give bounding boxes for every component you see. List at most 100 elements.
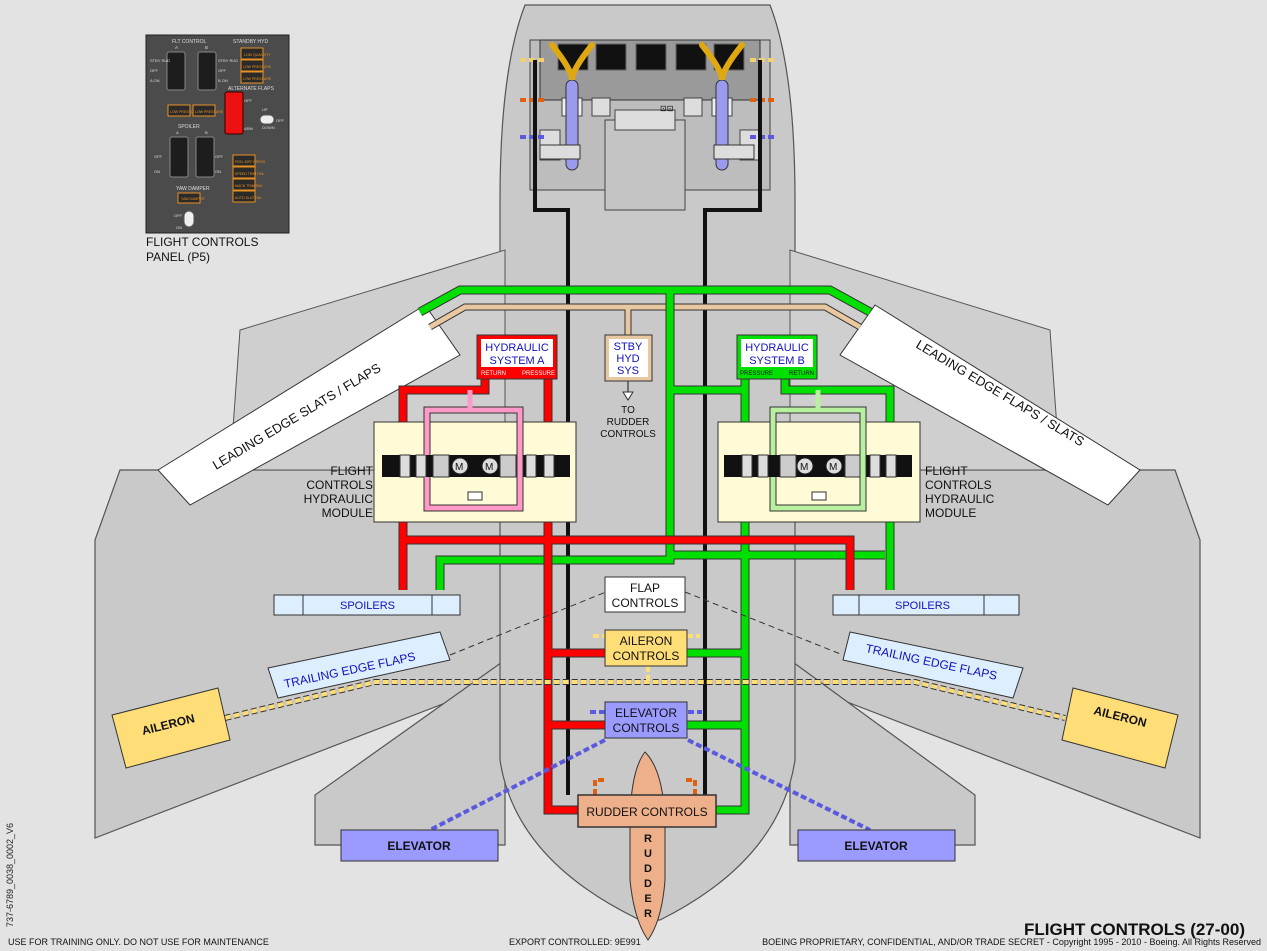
- panel-down: DOWN: [262, 125, 275, 130]
- panel-flt-a: A: [175, 45, 178, 50]
- mach-trim-fail-light: [232, 178, 256, 191]
- low-quantity-light: [240, 47, 264, 60]
- auto-slat-fail-text: AUTO SLAT FAIL: [235, 196, 262, 200]
- page-title: FLIGHT CONTROLS (27-00): [1023, 920, 1245, 939]
- spoilers-left: SPOILERS: [273, 594, 461, 616]
- module-b: M M: [717, 390, 921, 523]
- rudder-letter: D: [644, 863, 652, 875]
- rudder-letters: RUDDER: [644, 833, 652, 920]
- module-b-label-1: FLIGHT: [925, 464, 968, 478]
- panel-altflaps-off-2: OFF: [276, 118, 285, 123]
- rudder-linkage: [593, 778, 697, 795]
- panel-spoiler-on-a: ON: [154, 169, 160, 174]
- spoiler-b-low-pressure-text: LOW PRESSURE: [195, 110, 224, 114]
- aileron-linkage: [224, 634, 1066, 721]
- flap-controls: FLAP CONTROLS: [604, 576, 686, 613]
- aileron-right: AILERON: [1061, 687, 1179, 769]
- rudder-letter: E: [644, 893, 651, 905]
- panel-off-b: OFF: [218, 68, 227, 73]
- motor-label: M: [485, 462, 493, 473]
- module-a-label-2: CONTROLS: [306, 478, 373, 492]
- rudder-controls-label: RUDDER CONTROLS: [586, 805, 707, 819]
- hydraulic-system-b: HYDRAULIC SYSTEM B PRESSURE RETURN: [736, 334, 818, 380]
- motor-icon: [481, 457, 499, 475]
- standby-hydraulic-system: STBY HYD SYS TO RUDDER CONTROLS: [600, 334, 656, 440]
- rudder: RUDDER: [629, 751, 666, 941]
- panel-spoiler-off-b: OFF: [215, 154, 224, 159]
- footer-proprietary: BOEING PROPRIETARY, CONFIDENTIAL, AND/OR…: [762, 937, 1261, 947]
- motor-label: M: [455, 462, 463, 473]
- rudder-letter: D: [644, 878, 652, 890]
- footer-training: USE FOR TRAINING ONLY. DO NOT USE FOR MA…: [8, 937, 269, 947]
- elevator-controls-line2: CONTROLS: [613, 721, 680, 735]
- document-id: 737-6789_0038_0002_V6: [5, 822, 15, 928]
- hyd-a-return: RETURN: [481, 371, 506, 377]
- motor-icon: [796, 457, 814, 475]
- cockpit: ⊡⊡: [520, 39, 775, 211]
- panel-caption-line1: FLIGHT CONTROLS: [146, 235, 258, 249]
- panel-altflaps-off: OFF: [244, 98, 253, 103]
- hyd-a-line1: HYDRAULIC: [485, 342, 549, 354]
- fuselage: [499, 4, 796, 921]
- spoiler-a-low-pressure-text: LOW PRESSURE: [170, 110, 199, 114]
- flt-control-a-switch[interactable]: [166, 51, 186, 91]
- spoiler-b-low-pressure: [192, 104, 216, 117]
- panel-yaw-off: OFF: [174, 213, 183, 218]
- spoiler-a-switch[interactable]: [169, 136, 189, 178]
- spoilers-right-label: SPOILERS: [895, 600, 950, 612]
- panel-stby-rud-a: STBY RUD: [150, 58, 170, 63]
- low-quantity-text: LOW QUANTITY: [244, 53, 271, 57]
- feel-diff-press-light: [232, 154, 256, 167]
- svg-text:⊡⊡: ⊡⊡: [660, 104, 673, 113]
- low-pressure-text: LOW PRESSURE: [243, 65, 272, 69]
- panel-spoiler: SPOILER: [178, 124, 200, 130]
- elevator-left: ELEVATOR: [340, 829, 499, 862]
- panel-stby-rud-b: STBY RUD: [218, 58, 238, 63]
- aileron-controls-line1: AILERON: [620, 634, 673, 648]
- flap-controls-line1: FLAP: [630, 581, 660, 595]
- feel-diff-press-text: FEEL DIFF PRESS: [235, 160, 266, 164]
- flight-controls-panel: FLT CONTROL A B STANDBY HYD STBY RUD OFF…: [145, 34, 290, 264]
- elevator-right-label: ELEVATOR: [844, 839, 908, 853]
- hyd-b-line2: SYSTEM B: [749, 355, 805, 367]
- panel-up: UP: [262, 107, 268, 112]
- rudder-controls: RUDDER CONTROLS: [577, 794, 717, 828]
- module-a-label-3: HYDRAULIC: [304, 492, 374, 506]
- panel-flt-control: FLT CONTROL: [172, 39, 206, 45]
- spoilers-right: SPOILERS: [832, 594, 1020, 616]
- aileron-controls: AILERON CONTROLS: [604, 629, 688, 667]
- panel-yaw-on: ON: [176, 225, 182, 230]
- panel-standby-hyd: STANDBY HYD: [233, 39, 268, 45]
- hyd-a-pressure: PRESSURE: [522, 371, 555, 377]
- spoiler-b-switch[interactable]: [195, 136, 215, 178]
- hyd-b-line1: HYDRAULIC: [745, 342, 809, 354]
- flt-control-b-switch[interactable]: [197, 51, 217, 91]
- motor-icon: [451, 457, 469, 475]
- hyd-b-pressure: PRESSURE: [740, 371, 773, 377]
- motor-icon: [825, 457, 843, 475]
- mach-trim-fail-text: MACH TRIM FAIL: [235, 184, 263, 188]
- alternate-flaps-guard[interactable]: [224, 91, 244, 135]
- elevator-controls-line1: ELEVATOR: [615, 706, 677, 720]
- speed-trim-fail-light: [232, 166, 256, 179]
- to-rudder-3: CONTROLS: [600, 429, 656, 440]
- stby-line3: SYS: [617, 365, 639, 377]
- panel-caption-line2: PANEL (P5): [146, 250, 210, 264]
- rudder-letter: U: [644, 848, 652, 860]
- aileron-left: AILERON: [111, 687, 231, 769]
- flap-controls-line2: CONTROLS: [612, 596, 679, 610]
- module-b-label-3: HYDRAULIC: [925, 492, 995, 506]
- alternate-flaps-switch[interactable]: [259, 114, 275, 125]
- to-rudder-2: RUDDER: [607, 417, 650, 428]
- elevator-right: ELEVATOR: [797, 829, 956, 862]
- hydraulic-system-a: HYDRAULIC SYSTEM A RETURN PRESSURE: [476, 334, 558, 380]
- panel-alternate-flaps: ALTERNATE FLAPS: [228, 86, 275, 92]
- panel-spoiler-off-a: OFF: [154, 154, 163, 159]
- panel-spoiler-a: A: [176, 130, 179, 135]
- panel-flt-b: B: [205, 45, 208, 50]
- low-pressure-light: [240, 59, 264, 72]
- yaw-damper-switch[interactable]: [183, 210, 195, 228]
- aileron-controls-line2: CONTROLS: [613, 649, 680, 663]
- low-pressure-text-2: LOW PRESSURE: [243, 77, 272, 81]
